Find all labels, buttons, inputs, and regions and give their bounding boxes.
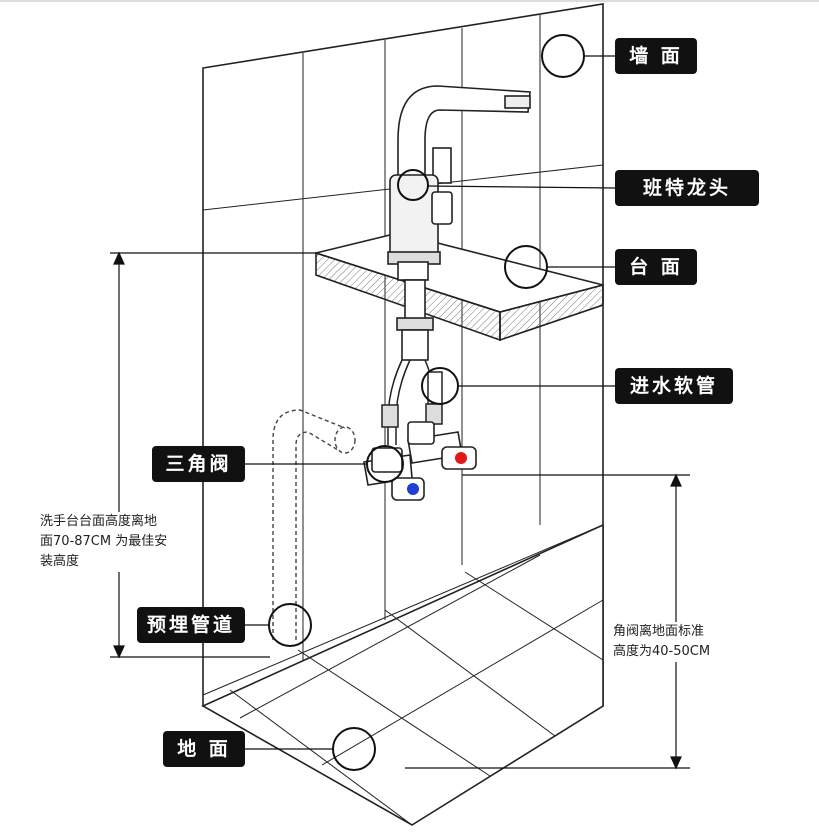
faucet-drawing [387, 85, 531, 361]
basin-height-note-line-2: 面70-87CM 为最佳安 [40, 534, 168, 549]
valve-height-note-line-1: 角阀离地面标准 [613, 624, 705, 639]
basin-height-note: 洗手台台面高度离地 面70-87CM 为最佳安 装高度 [40, 512, 168, 572]
countertop-label: 台 面 [615, 249, 697, 285]
inlet-hose-label: 进水软管 [615, 368, 733, 404]
floor-label: 地 面 [163, 731, 245, 767]
hot-handle-dot [455, 452, 467, 464]
valve-height-note: 角阀离地面标准 高度为40-50CM [613, 622, 711, 662]
basin-height-note-line-3: 装高度 [40, 554, 80, 569]
embedded-pipe-label: 预埋管道 [137, 607, 245, 643]
angle-valves-drawing [363, 421, 477, 501]
floor-plane [201, 523, 604, 826]
faucet-label: 班特龙头 [615, 170, 759, 206]
leader-lines [245, 55, 616, 750]
inlet-hose-drawing [381, 359, 443, 445]
basin-height-note-line-1: 洗手台台面高度离地 [40, 514, 158, 529]
angle-valve-label: 三角阀 [152, 446, 245, 482]
valve-height-note-line-2: 高度为40-50CM [613, 644, 711, 659]
embedded-pipe-drawing [272, 409, 356, 640]
cold-handle-dot [407, 483, 419, 495]
valve-height-dimension [405, 473, 690, 770]
faucet-marker [397, 169, 429, 201]
wall-label: 墙 面 [615, 38, 697, 74]
basin-height-dimension [110, 251, 316, 659]
